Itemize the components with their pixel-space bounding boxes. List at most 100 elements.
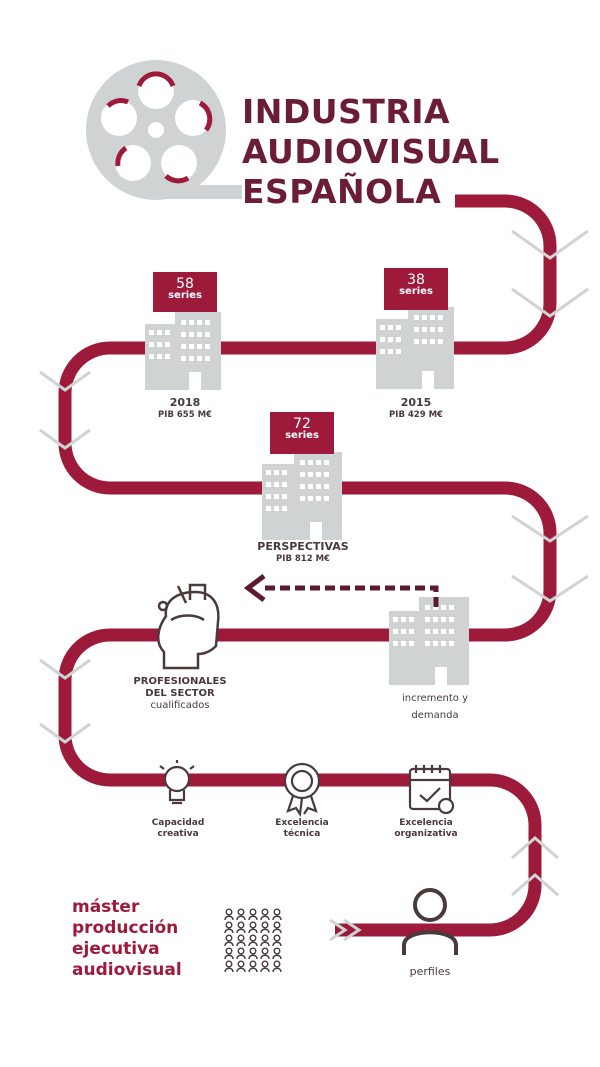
- crowd-person-head: [261, 934, 269, 942]
- building-icon: [262, 452, 342, 540]
- chevron-icon: [39, 722, 91, 744]
- chevron-icon: [329, 918, 348, 942]
- crowd-person-body: [260, 928, 270, 934]
- skill-technical: Excelencia técnica: [258, 818, 346, 840]
- chevron-icon: [39, 428, 91, 450]
- professionals-sub: cualificados: [150, 700, 210, 711]
- program-line: audiovisual: [72, 960, 182, 980]
- building-icon: [145, 312, 221, 390]
- milestone-2015: 2015 PIB 429 M€: [366, 396, 466, 420]
- timeline-path: [58, 194, 557, 937]
- timeline-chevrons: [39, 229, 589, 942]
- crowd-person-body: [224, 928, 234, 934]
- crowd-person-body: [224, 967, 234, 973]
- crowd-person-head: [249, 960, 257, 968]
- skill-line: Capacidad: [151, 818, 205, 828]
- chevron-icon: [343, 918, 362, 942]
- program-line: producción: [72, 918, 179, 938]
- crowd-person-head: [249, 947, 257, 955]
- crowd-person-head: [273, 934, 281, 942]
- crowd-person-body: [260, 967, 270, 973]
- series-unit: series: [168, 290, 202, 301]
- crowd-person-body: [236, 915, 246, 921]
- milestone-year: 2018: [169, 396, 201, 409]
- crowd-person-head: [273, 908, 281, 916]
- crowd-person-body: [224, 954, 234, 960]
- crowd-person-head: [237, 921, 245, 929]
- crowd-person-head: [225, 934, 233, 942]
- crowd-person-head: [249, 908, 257, 916]
- title-line: INDUSTRIA: [242, 92, 451, 131]
- crowd-person-head: [261, 921, 269, 929]
- demand-label: incremento y demanda: [380, 690, 490, 724]
- skill-line: Excelencia: [275, 818, 329, 828]
- professionals-line: DEL SECTOR: [145, 688, 215, 699]
- chevron-icon: [511, 873, 559, 897]
- skill-line: organizativa: [394, 829, 458, 839]
- crowd-person-body: [248, 915, 258, 921]
- program-line: ejecutiva: [72, 939, 160, 959]
- milestone-year: 2015: [400, 396, 432, 409]
- crowd-person-head: [225, 947, 233, 955]
- title-line: ESPAÑOLA: [242, 172, 442, 211]
- skill-organizational: Excelencia organizativa: [376, 818, 476, 840]
- crowd-person-body: [248, 928, 258, 934]
- crowd-person-head: [225, 921, 233, 929]
- milestone-pib: PIB 812 M€: [276, 554, 330, 564]
- skill-line: Excelencia: [399, 818, 453, 828]
- building-icon: [389, 597, 469, 685]
- award-icon: [283, 762, 321, 818]
- series-flag-2018: 58 series: [153, 272, 217, 312]
- demand-line: demanda: [411, 710, 459, 721]
- crowd-person-body: [260, 915, 270, 921]
- series-count: 72: [293, 416, 311, 432]
- milestone-2018: 2018 PIB 655 M€: [135, 396, 235, 420]
- crowd-person-head: [237, 908, 245, 916]
- professionals-line: PROFESIONALES: [133, 676, 227, 687]
- crowd-person-head: [249, 921, 257, 929]
- series-count: 38: [407, 272, 425, 288]
- crowd-person-head: [225, 908, 233, 916]
- film-reel-icon: [86, 60, 242, 200]
- crowd-person-body: [236, 941, 246, 947]
- skill-line: técnica: [283, 829, 321, 839]
- crowd-person-body: [224, 941, 234, 947]
- series-unit: series: [285, 430, 319, 441]
- crowd-person-body: [236, 928, 246, 934]
- milestone-year: PERSPECTIVAS: [257, 540, 349, 553]
- crowd-person-head: [273, 921, 281, 929]
- crowd-person-body: [272, 928, 282, 934]
- crowd-person-head: [249, 934, 257, 942]
- crowd-person-head: [273, 960, 281, 968]
- skill-line: creativa: [157, 829, 199, 839]
- crowd-person-head: [261, 960, 269, 968]
- chevron-icon: [511, 229, 589, 260]
- crowd-person-body: [248, 941, 258, 947]
- arrow-left-icon: [243, 574, 439, 607]
- crowd-person-body: [272, 954, 282, 960]
- crowd-person-body: [272, 915, 282, 921]
- crowd-person-head: [237, 934, 245, 942]
- crowd-person-body: [272, 967, 282, 973]
- calendar-icon: [408, 765, 455, 815]
- professionals-label: PROFESIONALES DEL SECTOR cualificados: [115, 676, 245, 712]
- crowd-person-head: [261, 908, 269, 916]
- profiles-label: perfiles: [409, 965, 451, 978]
- crowd-person-body: [248, 954, 258, 960]
- crowd-person-body: [272, 941, 282, 947]
- lightbulb-icon: [159, 760, 195, 805]
- people-crowd-icon: [224, 908, 282, 973]
- crowd-person-head: [273, 947, 281, 955]
- series-count: 58: [176, 276, 194, 292]
- crowd-person-head: [225, 960, 233, 968]
- demand-line: incremento y: [401, 693, 469, 704]
- chevron-icon: [511, 514, 589, 543]
- series-unit: series: [399, 286, 433, 297]
- crowd-person-body: [260, 941, 270, 947]
- milestone-perspectivas: PERSPECTIVAS PIB 812 M€: [248, 540, 358, 564]
- building-icon: [376, 307, 454, 389]
- page-title: INDUSTRIA AUDIOVISUAL ESPAÑOLA: [242, 92, 500, 212]
- program-name: máster producción ejecutiva audiovisual: [72, 897, 182, 981]
- series-flag-2015: 38 series: [384, 268, 448, 310]
